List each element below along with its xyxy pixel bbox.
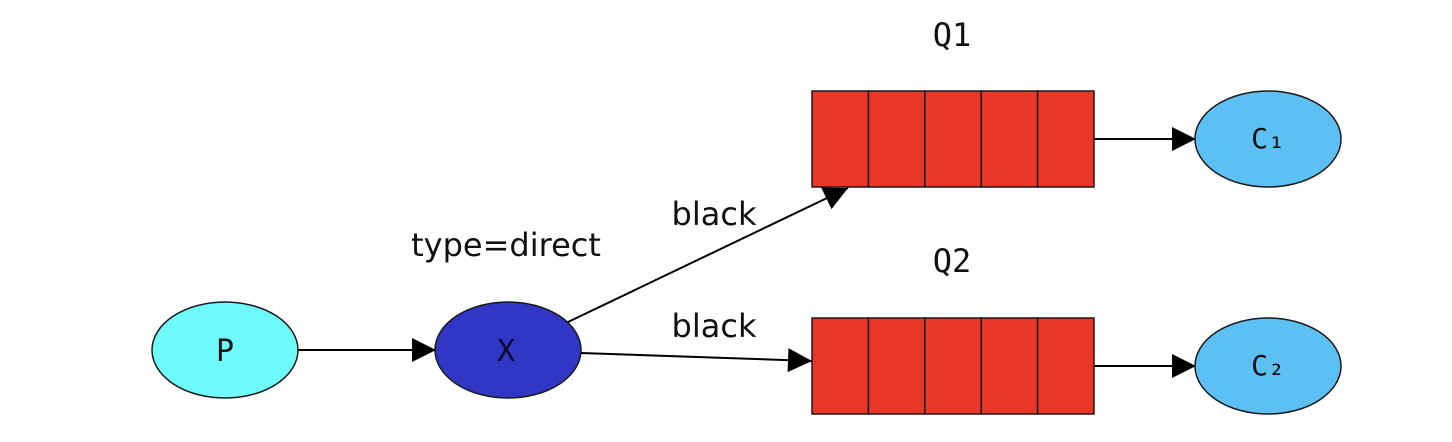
queue2: Q2 — [811, 242, 1095, 415]
exchange-type-label: type=direct — [411, 226, 601, 264]
consumer2-node: C₂ — [1194, 317, 1342, 415]
queue2-label: Q2 — [933, 242, 972, 280]
queue2-slot — [924, 317, 982, 415]
queue1-label: Q1 — [933, 16, 972, 54]
queue2-slot — [1036, 317, 1095, 415]
producer-label: P — [216, 334, 234, 369]
queue2-slot — [980, 317, 1039, 415]
queue1-slot — [924, 90, 982, 188]
queue2-slot — [811, 317, 870, 415]
consumer2-label: C₂ — [1251, 349, 1285, 382]
edge-exchange-to-q2 — [580, 348, 813, 373]
binding-key-q2: black — [672, 307, 757, 345]
exchange-node: X — [434, 301, 582, 399]
queue1-slot — [980, 90, 1039, 188]
producer-node: P — [151, 301, 299, 399]
edge-exchange-to-q1 — [567, 187, 849, 323]
consumer1-label: C₁ — [1251, 122, 1285, 155]
consumer1-node: C₁ — [1194, 90, 1342, 188]
queue1-slot — [1036, 90, 1095, 188]
binding-key-q1: black — [672, 195, 757, 233]
queue1-slot — [867, 90, 926, 188]
queue2-slot — [867, 317, 926, 415]
queue1-slots — [811, 90, 1095, 188]
queue2-slots — [811, 317, 1095, 415]
queue1-slot — [811, 90, 870, 188]
queue1: Q1 — [811, 16, 1095, 188]
exchange-label: X — [497, 334, 515, 369]
